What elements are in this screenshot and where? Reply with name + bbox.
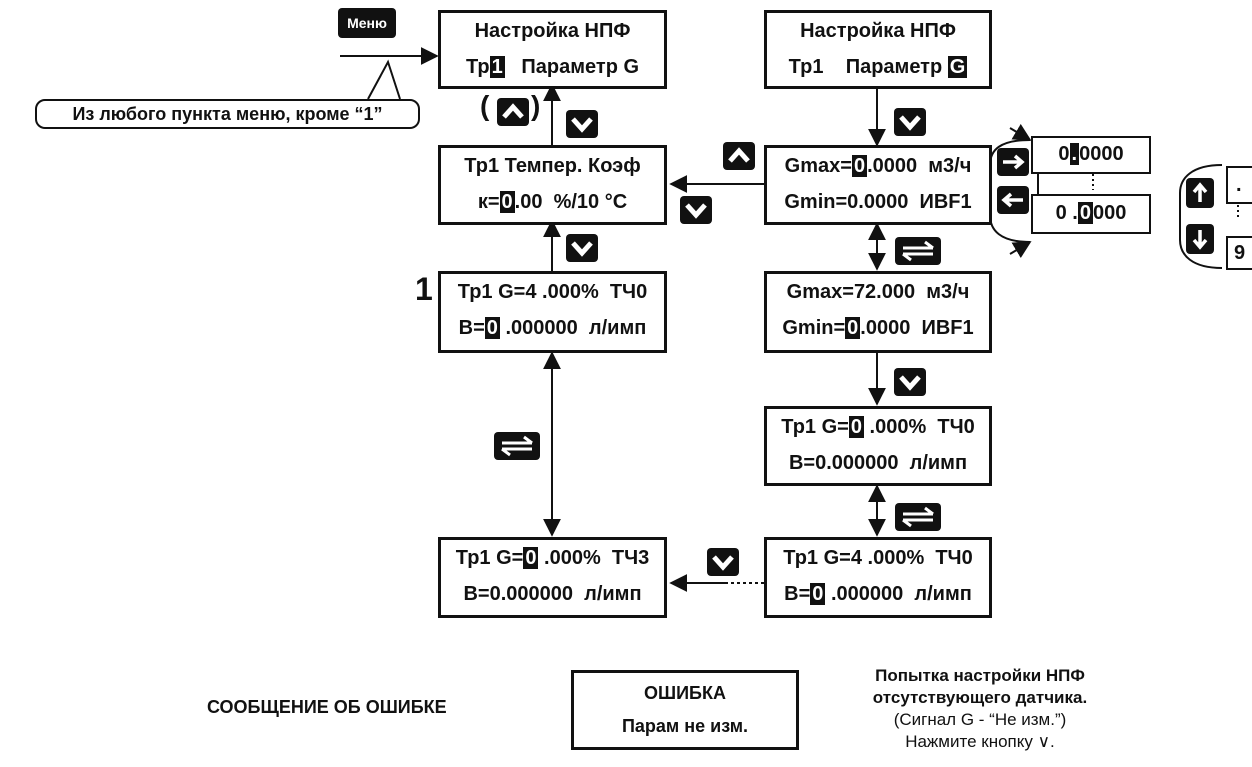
screen-step1: Тр1 G=4 .000% ТЧ0 В=0 .000000 л/имп <box>438 271 667 353</box>
down-key[interactable] <box>894 368 926 396</box>
down-key[interactable] <box>680 196 712 224</box>
down-key[interactable] <box>894 108 926 136</box>
step-label: 1 <box>415 271 433 307</box>
b-edit-line2: В=0 .000000 л/имп <box>784 583 972 605</box>
error-note: Попытка настройки НПФ отсутствующего дат… <box>860 665 1100 753</box>
b-edit-line1: Тр1 G=4 .000% ТЧ0 <box>783 547 973 569</box>
screen-b-edit: Тр1 G=4 .000% ТЧ0 В=0 .000000 л/имп <box>764 537 992 618</box>
updown-bracket <box>1179 164 1223 269</box>
gmin-edit-line1: Gmax=72.000 м3/ч <box>786 281 970 303</box>
step1-line1: Тр1 G=4 .000% ТЧ0 <box>457 281 648 303</box>
temp-coef-line2: к=0.00 %/10 °С <box>477 191 628 213</box>
swap-arrows-icon <box>501 435 533 457</box>
chevron-up-icon <box>728 147 750 163</box>
gmax-edit-line1: Gmax=0.0000 м3/ч <box>784 155 972 177</box>
chevron-down-icon <box>712 555 734 571</box>
swap-arrows-icon <box>902 240 934 262</box>
cursor: G <box>947 56 968 78</box>
swap-arrows-icon <box>902 506 934 528</box>
chevron-up-icon <box>502 103 524 119</box>
note-line4: Нажмите кнопку ∨. <box>905 732 1055 751</box>
cursor: 0 <box>484 317 500 339</box>
down-key[interactable] <box>566 234 598 262</box>
error-line1: ОШИБКА <box>644 683 726 703</box>
callout-pointer <box>367 59 401 100</box>
cursor: . <box>1069 143 1080 165</box>
menu-callout: Из любого пункта меню, кроме “1” <box>35 99 420 129</box>
npf-param-line1: Настройка НПФ <box>800 20 956 42</box>
cursor: 0 <box>848 416 864 438</box>
right-key[interactable] <box>997 148 1029 176</box>
increment-key[interactable] <box>1186 178 1214 208</box>
screen-gpct-edit: Тр1 G=0 .000% ТЧ0 В=0.000000 л/имп <box>764 406 992 486</box>
note-line2: отсутствующего датчика. <box>872 688 1088 707</box>
gmin-edit-line2: Gmin=0.0000 ИВF1 <box>782 317 974 339</box>
up-key[interactable] <box>497 98 529 126</box>
screen-error: ОШИБКА Парам не изм. <box>571 670 799 750</box>
npf-param-line2: Тр1 Параметр G <box>788 56 968 78</box>
chevron-down-icon <box>571 117 593 133</box>
cursor: 1 <box>489 56 505 78</box>
enter-key[interactable] <box>494 432 540 460</box>
arrow-right-icon <box>1003 154 1025 170</box>
screen-temp-coef: Тр1 Темпер. Коэф к=0.00 %/10 °С <box>438 145 667 225</box>
arrow-up-icon <box>1192 182 1208 202</box>
digit-option-top: . <box>1226 166 1252 204</box>
chevron-down-icon <box>685 203 707 219</box>
digit-option-bottom: 9 <box>1226 236 1252 270</box>
paren-close: ) <box>531 90 541 121</box>
down-key[interactable] <box>566 110 598 138</box>
error-line2: Парам не изм. <box>621 716 749 736</box>
gmax-edit-line2: Gmin=0.0000 ИВF1 <box>784 191 972 213</box>
menu-key[interactable]: Меню <box>338 8 396 38</box>
cursor: 0 <box>810 583 826 605</box>
npf-select-line1: Настройка НПФ <box>474 20 631 42</box>
screen-tch3: Тр1 G=0 .000% ТЧ3 В=0.000000 л/имп <box>438 537 667 618</box>
decrement-key[interactable] <box>1186 224 1214 254</box>
note-line1: Попытка настройки НПФ <box>875 666 1085 685</box>
temp-coef-line1: Тр1 Темпер. Коэф <box>464 155 641 177</box>
gpct-edit-line2: В=0.000000 л/имп <box>788 452 968 474</box>
up-key[interactable] <box>723 142 755 170</box>
step1-line2: В=0 .000000 л/имп <box>458 317 647 339</box>
paren-open: ( <box>480 90 490 121</box>
digit-box-1: 0.0000 <box>1031 136 1151 174</box>
tch3-line2: В=0.000000 л/имп <box>463 583 642 605</box>
cursor: 0 <box>851 155 868 177</box>
chevron-down-icon <box>571 241 593 257</box>
down-key[interactable] <box>707 548 739 576</box>
cursor: 0 <box>499 191 515 213</box>
cursor: 0 <box>523 547 539 569</box>
enter-key[interactable] <box>895 237 941 265</box>
arrow-down-icon <box>1192 230 1208 250</box>
chevron-down-icon <box>899 375 921 391</box>
left-key[interactable] <box>997 186 1029 214</box>
screen-gmin-edit: Gmax=72.000 м3/ч Gmin=0.0000 ИВF1 <box>764 271 992 353</box>
enter-key[interactable] <box>895 503 941 531</box>
screen-npf-param: Настройка НПФ Тр1 Параметр G <box>764 10 992 89</box>
error-section-label: СООБЩЕНИЕ ОБ ОШИБКЕ <box>207 697 447 717</box>
screen-gmax-edit: Gmax=0.0000 м3/ч Gmin=0.0000 ИВF1 <box>764 145 992 225</box>
note-line3: (Сигнал G - “Не изм.”) <box>893 710 1067 729</box>
tch3-line1: Тр1 G=0 .000% ТЧ3 <box>455 547 650 569</box>
cursor: 0 <box>1077 202 1093 224</box>
arrow-left-icon <box>1001 192 1023 208</box>
gpct-edit-line1: Тр1 G=0 .000% ТЧ0 <box>781 416 975 438</box>
chevron-down-icon <box>899 115 921 131</box>
cursor: 0 <box>845 317 861 339</box>
